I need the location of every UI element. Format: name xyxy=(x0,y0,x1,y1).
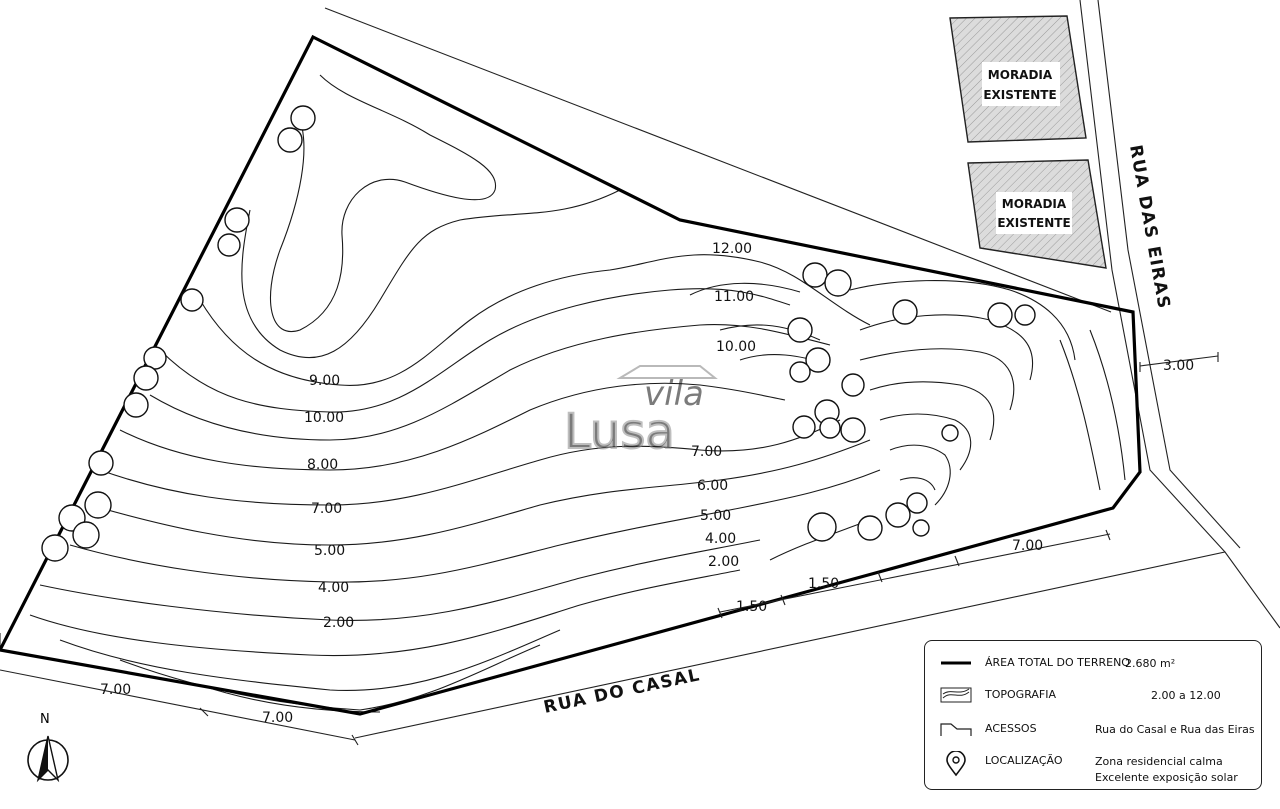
house-1-label-line2: EXISTENTE xyxy=(983,88,1056,102)
trees xyxy=(41,105,1036,562)
dimension-label-center-b: 1.50 xyxy=(808,576,839,592)
contour-label: 10.00 xyxy=(716,339,756,355)
contour-label: 6.00 xyxy=(697,478,728,494)
plot-boundary xyxy=(0,34,1142,716)
legend-label: ÁREA TOTAL DO TERRENO xyxy=(985,656,1130,669)
vila-lusa-watermark: vila Lusa xyxy=(563,365,718,460)
legend-value: 2.680 m² xyxy=(1125,657,1176,670)
dimension-label-right: 7.00 xyxy=(1012,538,1043,554)
dimension-lines xyxy=(0,352,1219,746)
contour-label: 2.00 xyxy=(708,554,739,570)
topography-icon xyxy=(940,687,972,703)
legend-label: ACESSOS xyxy=(985,722,1037,735)
legend-row-area: ÁREA TOTAL DO TERRENO 2.680 m² xyxy=(925,653,1261,673)
street-label-rua-do-casal: RUA DO CASAL xyxy=(542,665,702,718)
north-label: N xyxy=(40,712,50,727)
legend-label: LOCALIZAÇÃO xyxy=(985,754,1063,767)
contour-label: 9.00 xyxy=(309,373,340,389)
legend-value: 2.00 a 12.00 xyxy=(1151,689,1221,702)
contour-label: 2.00 xyxy=(323,615,354,631)
contour-label: 11.00 xyxy=(714,289,754,305)
watermark-line1: vila xyxy=(644,374,704,414)
contour-label: 12.00 xyxy=(712,241,752,257)
legend-row-location: LOCALIZAÇÃO Zona residencial calma Excel… xyxy=(925,751,1261,785)
street-label-rua-das-eiras: RUA DAS EIRAS xyxy=(1125,143,1174,311)
existing-house-1: MORADIA EXISTENTE xyxy=(949,15,1087,143)
house-2-label-line2: EXISTENTE xyxy=(997,216,1070,230)
contour-label: 4.00 xyxy=(705,531,736,547)
contour-labels: 12.00 11.00 10.00 9.00 10.00 8.00 7.00 7… xyxy=(304,241,756,631)
legend-value: Zona residencial calma xyxy=(1095,755,1223,768)
contour-label: 7.00 xyxy=(691,444,722,460)
contour-label: 10.00 xyxy=(304,410,344,426)
house-2-label-line1: MORADIA xyxy=(1002,197,1067,211)
watermark-line2: Lusa xyxy=(564,404,675,460)
contour-label: 5.00 xyxy=(314,543,345,559)
legend: ÁREA TOTAL DO TERRENO 2.680 m² TOPOGRAFI… xyxy=(924,640,1262,790)
dimension-label-left-a: 7.00 xyxy=(100,682,131,698)
house-1-label-line1: MORADIA xyxy=(988,68,1053,82)
location-pin-icon xyxy=(946,751,966,777)
existing-house-2: MORADIA EXISTENTE xyxy=(967,159,1107,269)
legend-value-secondary: Excelente exposição solar xyxy=(1095,771,1238,784)
legend-row-access: ACESSOS Rua do Casal e Rua das Eiras xyxy=(925,719,1261,739)
access-icon xyxy=(940,723,972,736)
line-icon xyxy=(941,661,971,665)
north-arrow: N xyxy=(26,712,70,786)
dimension-label-center-a: 1.50 xyxy=(736,599,767,615)
contour-label: 7.00 xyxy=(311,501,342,517)
contour-label: 4.00 xyxy=(318,580,349,596)
dimension-label-setback: 3.00 xyxy=(1163,358,1194,374)
compass-icon xyxy=(27,735,69,783)
legend-label: TOPOGRAFIA xyxy=(985,688,1057,701)
street-edges xyxy=(0,0,1280,739)
dimension-label-left-b: 7.00 xyxy=(262,710,293,726)
legend-value: Rua do Casal e Rua das Eiras xyxy=(1095,723,1255,736)
contour-label: 5.00 xyxy=(700,508,731,524)
contour-label: 8.00 xyxy=(307,457,338,473)
legend-row-topography: TOPOGRAFIA 2.00 a 12.00 xyxy=(925,685,1261,705)
